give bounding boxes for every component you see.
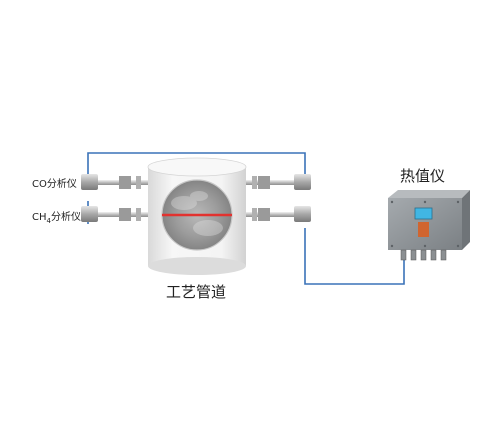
calorimeter-cabinet [388, 190, 470, 261]
ch4-label-suffix: 分析仪 [50, 212, 81, 223]
ch4-receiver-rod [246, 212, 296, 217]
ch4-analyzer-label: CH4分析仪 [32, 208, 81, 225]
cable-co-top [87, 152, 306, 178]
process-pipe-label: 工艺管道 [166, 283, 227, 301]
cable-glands [400, 249, 447, 261]
ch4-emitter-head [81, 206, 98, 222]
ch4-label-prefix: CH [32, 212, 47, 223]
calorimeter-keypad [418, 222, 429, 237]
co-analyzer-label: CO分析仪 [32, 179, 77, 190]
co-emitter-head [81, 174, 98, 190]
calorimeter-screen [414, 207, 433, 220]
ch4-receiver-head [294, 206, 311, 222]
cable-to-calorimeter [304, 228, 405, 285]
calorimeter-label: 热值仪 [400, 167, 446, 185]
ch4-analyzer-assembly [81, 206, 311, 222]
process-pipe [147, 157, 247, 275]
co-analyzer-assembly [81, 174, 311, 190]
ch4-label-subscript: 4 [46, 217, 51, 225]
co-receiver-head [294, 174, 311, 190]
co-receiver-rod [246, 180, 296, 185]
